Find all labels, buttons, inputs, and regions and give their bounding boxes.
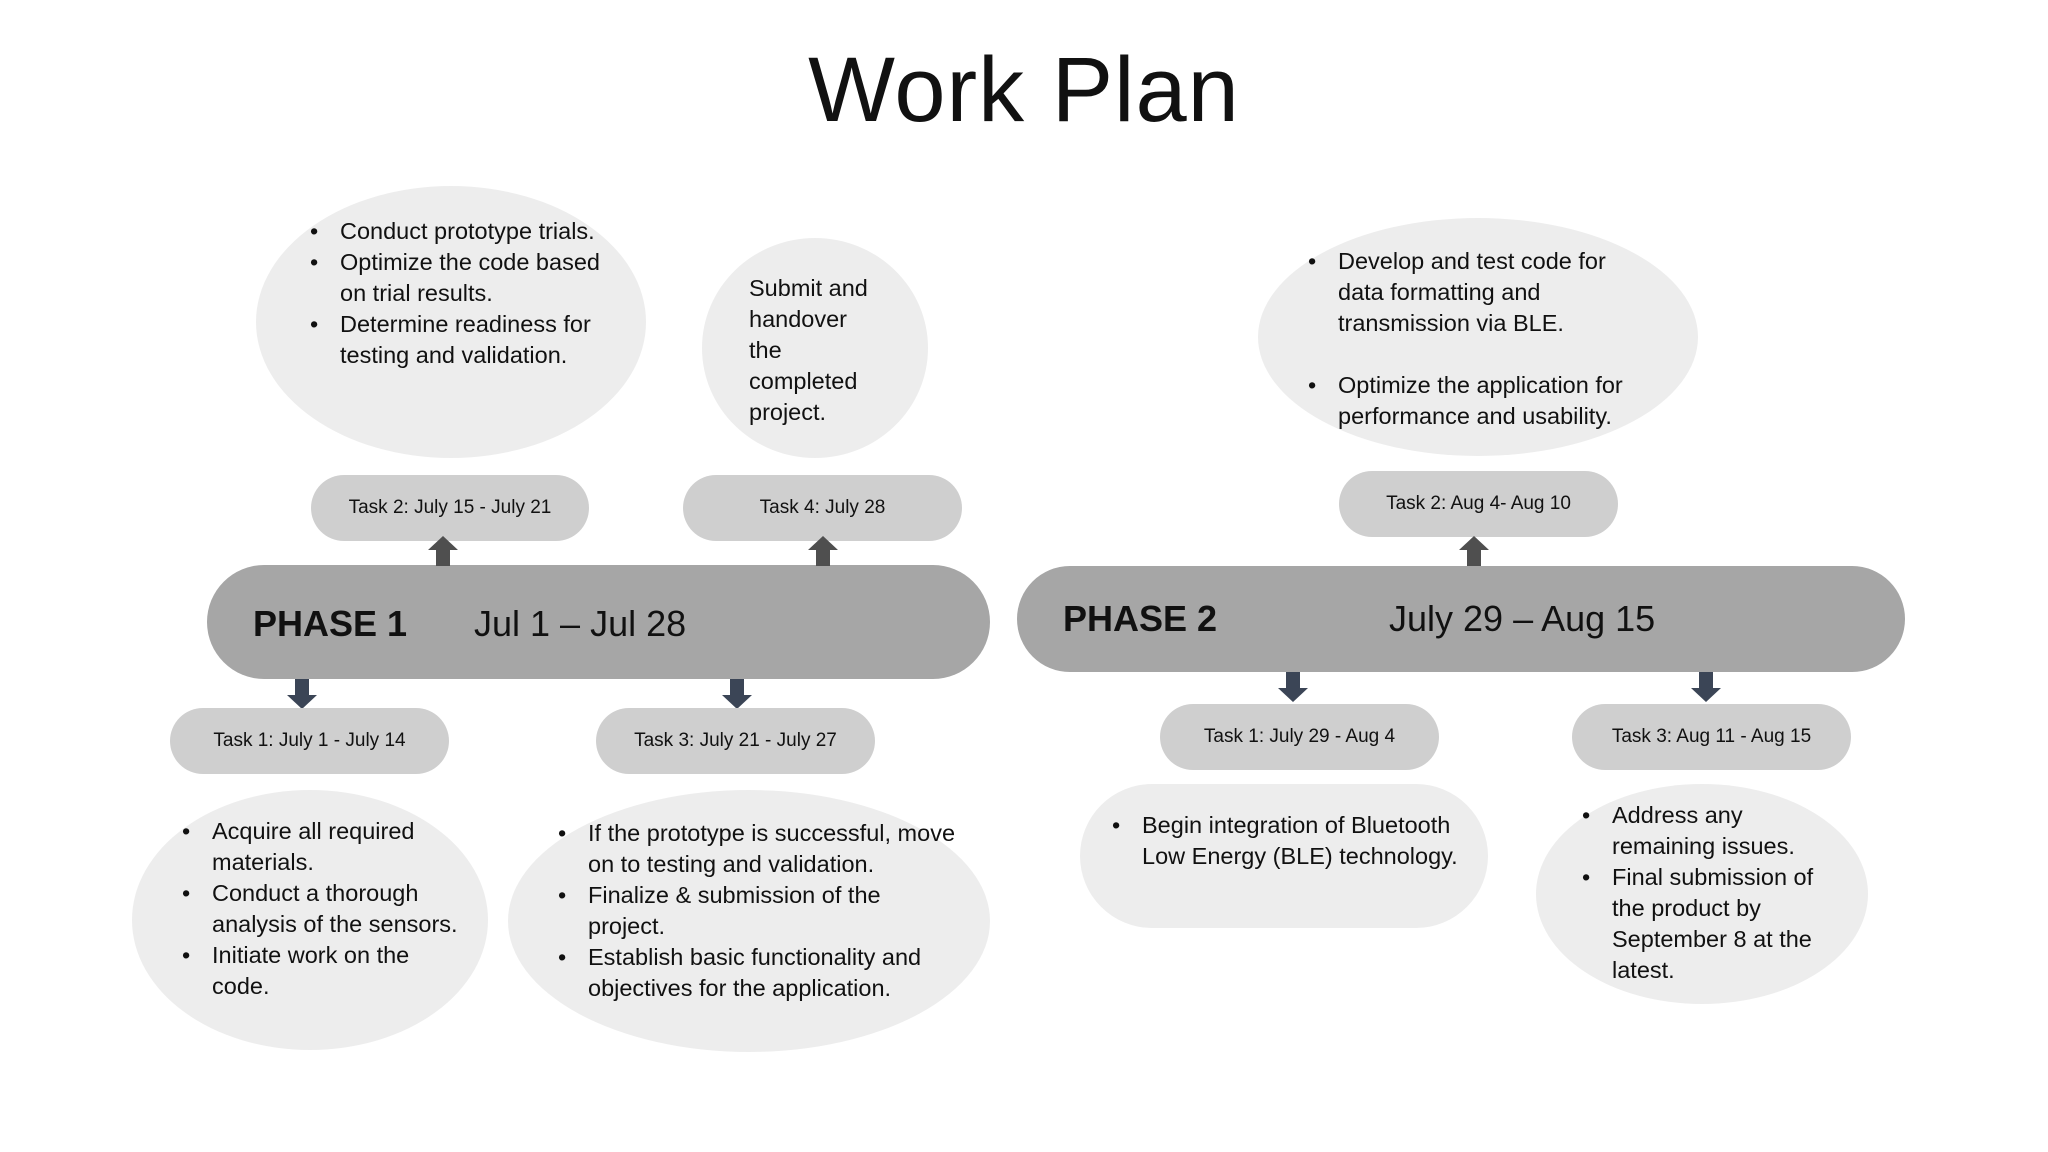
phase2-task1-bubble: Begin integration of Bluetooth Low Energ… [1080, 784, 1488, 928]
phase1-task4-pill: Task 4: July 28 [683, 475, 962, 541]
phase2-task2-pill: Task 2: Aug 4- Aug 10 [1339, 471, 1618, 537]
phase2-name: PHASE 2 [1063, 598, 1218, 639]
phase1-task2-item: Determine readiness for testing and vali… [310, 309, 606, 371]
arrow-down-icon [287, 679, 317, 709]
phase1-task4-bubble: Submit and handover the completed projec… [702, 238, 928, 458]
phase1-task3-item: If the prototype is successful, move on … [558, 818, 960, 880]
phase1-bar [207, 565, 990, 679]
phase2-task3-bubble: Address any remaining issues. Final subm… [1536, 784, 1868, 1004]
phase2-task1-pill: Task 1: July 29 - Aug 4 [1160, 704, 1439, 770]
phase2-task1-item: Begin integration of Bluetooth Low Energ… [1112, 810, 1458, 872]
phase1-name: PHASE 1 [253, 603, 408, 644]
phase2-task3-item: Address any remaining issues. [1582, 800, 1848, 862]
phase1-task1-bubble: Acquire all required materials. Conduct … [132, 790, 488, 1050]
phase2-task2-bubble: Develop and test code for data formattin… [1258, 218, 1698, 456]
phase2-dates: July 29 – Aug 15 [1389, 598, 1656, 639]
slide-title: Work Plan [808, 39, 1240, 141]
arrow-down-icon [1278, 672, 1308, 702]
phase1-task4-text: Submit and handover the completed projec… [749, 275, 868, 425]
phase2-task3-item: Final submission of the product by Septe… [1582, 862, 1848, 986]
phase1-task1-item: Acquire all required materials. [182, 816, 458, 878]
arrow-up-icon [808, 536, 838, 566]
phase1-task1-item: Conduct a thorough analysis of the senso… [182, 878, 458, 940]
phase1-task2-item: Conduct prototype trials. [310, 216, 606, 247]
phase1-task2-pill: Task 2: July 15 - July 21 [311, 475, 589, 541]
phase1-task1-pill: Task 1: July 1 - July 14 [170, 708, 449, 774]
phase2-task3-pill: Task 3: Aug 11 - Aug 15 [1572, 704, 1851, 770]
phase1-task2-item: Optimize the code based on trial results… [310, 247, 606, 309]
phase2-task2-item: Optimize the application for performance… [1308, 370, 1658, 432]
phase2-task2-item: Develop and test code for data formattin… [1308, 246, 1658, 339]
arrow-up-icon [428, 536, 458, 566]
phase1-task1-item: Initiate work on the code. [182, 940, 458, 1002]
phase1-task3-item: Establish basic functionality and object… [558, 942, 960, 1004]
arrow-down-icon [722, 679, 752, 709]
phase1-task3-item: Finalize & submission of the project. [558, 880, 960, 942]
phase2-bar [1017, 566, 1905, 672]
arrow-up-icon [1459, 536, 1489, 566]
arrow-down-icon [1691, 672, 1721, 702]
phase1-task2-bubble: Conduct prototype trials. Optimize the c… [256, 186, 646, 458]
phase1-task3-pill: Task 3: July 21 - July 27 [596, 708, 875, 774]
phase1-task3-bubble: If the prototype is successful, move on … [508, 790, 990, 1052]
phase1-dates: Jul 1 – Jul 28 [474, 603, 687, 644]
